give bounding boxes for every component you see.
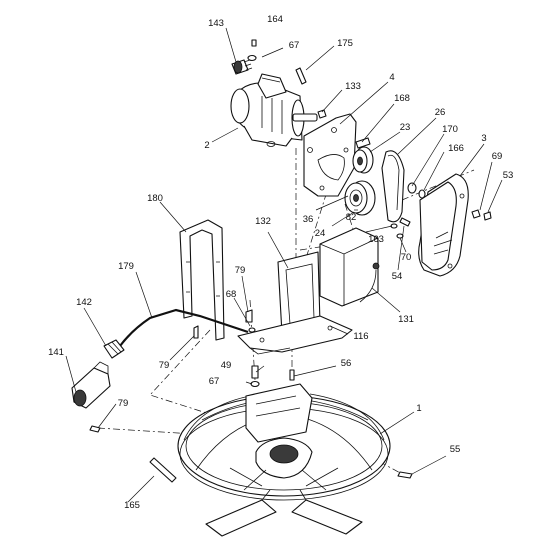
control-box	[319, 227, 380, 307]
handle-frame	[179, 219, 225, 341]
trowel-blades	[205, 489, 363, 537]
callout-69: 69	[492, 151, 503, 162]
callout-179: 179	[118, 261, 134, 272]
callout-165: 165	[124, 500, 140, 511]
callout-142: 142	[76, 297, 92, 308]
callout-4: 4	[389, 72, 394, 83]
callout-24: 24	[315, 228, 326, 239]
callout-26: 26	[435, 107, 446, 118]
pin-and-bolt	[149, 457, 413, 483]
callout-132: 132	[255, 216, 271, 227]
mounting-plate	[303, 113, 357, 197]
driven-pulley	[344, 180, 376, 216]
callout-170: 170	[442, 124, 458, 135]
callout-175: 175	[337, 38, 353, 49]
callout-67-lower: 67	[209, 376, 220, 387]
guard-fasteners	[390, 182, 492, 239]
callout-141: 141	[48, 347, 64, 358]
callout-53: 53	[503, 170, 514, 181]
callout-36: 36	[303, 214, 314, 225]
v-belt	[381, 150, 405, 223]
leader-lines	[65, 27, 503, 503]
callout-3: 3	[481, 133, 486, 144]
callout-67: 67	[289, 40, 300, 51]
callout-56: 56	[341, 358, 352, 369]
callout-54: 54	[392, 271, 403, 282]
callout-49: 49	[221, 360, 232, 371]
callout-79-lower: 79	[118, 398, 129, 409]
callout-116: 116	[353, 331, 368, 342]
callout-168: 168	[394, 93, 410, 104]
power-cable	[119, 308, 249, 347]
belt-guard-cover	[418, 173, 469, 277]
callout-131: 131	[398, 314, 414, 325]
small-fittings-top	[231, 39, 371, 149]
plug	[71, 361, 111, 409]
callout-164: 164	[267, 14, 283, 25]
callout-166: 166	[448, 143, 464, 154]
callout-70: 70	[401, 252, 412, 263]
callout-55: 55	[450, 444, 461, 455]
motor-pulley	[352, 146, 374, 174]
callout-79-upper: 79	[235, 265, 246, 276]
callout-2: 2	[204, 140, 209, 151]
support-bracket	[237, 251, 353, 355]
callout-82: 82	[346, 212, 357, 223]
cable-connector	[103, 339, 125, 359]
callout-180: 180	[147, 193, 163, 204]
callout-143: 143	[208, 18, 224, 29]
callout-labels: 164 143 67 175 133 4 168 2 23 26 170 3 1…	[48, 14, 513, 511]
gearbox-assembly	[229, 383, 339, 491]
callout-68: 68	[226, 289, 237, 300]
callout-133: 133	[345, 81, 361, 92]
callout-1: 1	[416, 403, 421, 414]
callout-79-left: 79	[159, 360, 170, 371]
callout-23: 23	[400, 122, 411, 133]
motor	[230, 73, 318, 147]
callout-163: 163	[368, 234, 384, 245]
